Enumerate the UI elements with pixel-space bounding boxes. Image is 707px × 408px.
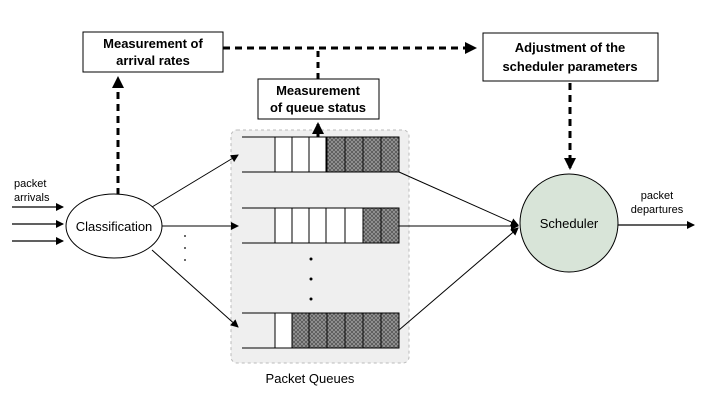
scheduler-params-line2: scheduler parameters (502, 59, 637, 74)
queue-status-line2: of queue status (270, 100, 366, 115)
scheduler-params-line1: Adjustment of the (515, 40, 626, 55)
packet-arrivals-line1: packet (14, 178, 46, 190)
classification-ellipsis (184, 235, 186, 261)
queue-caption: Packet Queues (266, 371, 355, 386)
scheduler-label: Scheduler (540, 216, 599, 231)
scheduler-params-box: Adjustment of the scheduler parameters (482, 32, 659, 82)
queue-2 (242, 207, 400, 244)
queue-status-box: Measurement of queue status (257, 78, 380, 120)
packet-departures-line2: departures (631, 204, 684, 216)
scheduler-node: Scheduler (519, 173, 619, 273)
arrival-rates-line1: Measurement of (103, 36, 203, 51)
classification-node: Classification (65, 193, 163, 259)
queue-panel (230, 129, 410, 364)
queue-3 (242, 312, 400, 349)
queue-status-line1: Measurement (276, 83, 360, 98)
queue-3-to-scheduler-arrow (398, 227, 519, 331)
packet-arrivals-line2: arrivals (14, 192, 50, 204)
class-to-queue-3-arrow (151, 249, 239, 328)
classification-label: Classification (76, 219, 153, 234)
queue-ellipsis (309, 257, 313, 301)
arrival-rates-line2: arrival rates (116, 53, 190, 68)
class-to-queue-1-arrow (151, 154, 239, 208)
queue-1 (242, 136, 400, 173)
queue-1-to-scheduler-arrow (398, 171, 519, 226)
arrival-rates-box: Measurement of arrival rates (82, 31, 224, 73)
packet-departures-line1: packet (641, 190, 673, 202)
